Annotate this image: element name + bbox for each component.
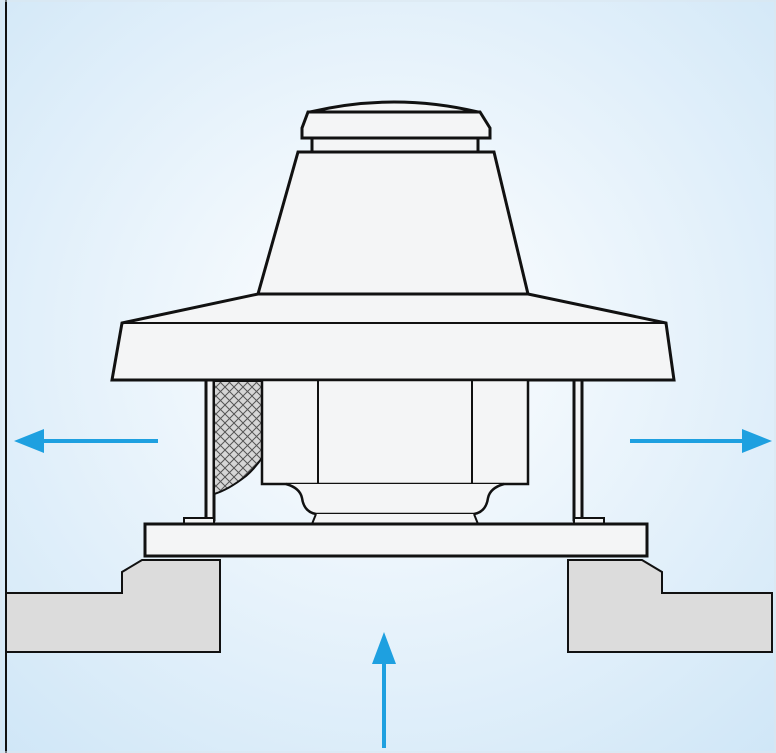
motor-housing [260, 378, 530, 486]
fan-top-cap [300, 110, 492, 140]
base-plate [143, 522, 649, 558]
arrow-exhaust-right [630, 429, 772, 453]
fan-hood [256, 150, 530, 296]
inlet-cone [285, 482, 505, 516]
fan-neck [310, 136, 480, 154]
roof-curb-right [567, 559, 773, 653]
support-post-left [204, 378, 216, 522]
support-post-right [572, 378, 584, 522]
arrow-intake-bottom [372, 632, 396, 748]
arrow-exhaust-left [14, 429, 158, 453]
roof-curb-left [5, 559, 221, 653]
fan-skirt [110, 292, 676, 382]
